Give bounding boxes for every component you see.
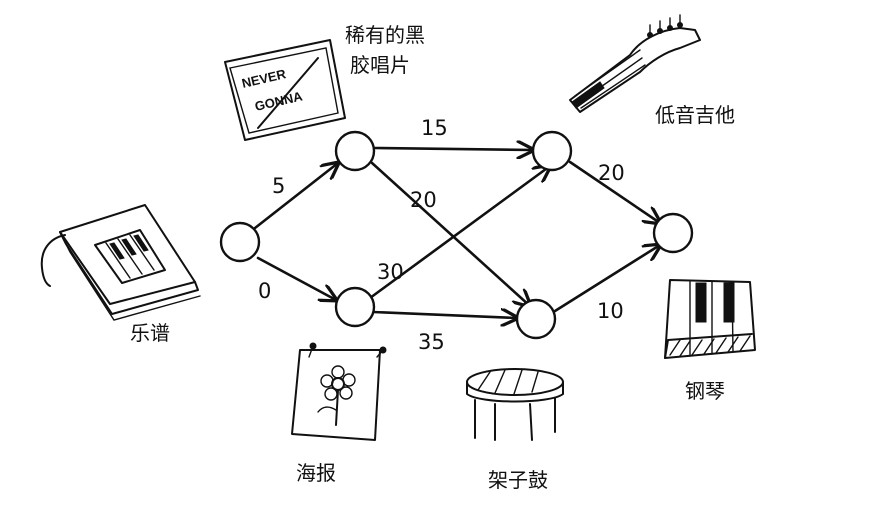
- weight-record-drums: 20: [410, 188, 437, 212]
- weight-start-record: 5: [272, 174, 285, 198]
- edge-start-record: [253, 163, 338, 230]
- record-sign-illustration: NEVER GONNA 稀有的黑 胶唱片: [224, 23, 425, 141]
- poster-label: 海报: [296, 461, 336, 485]
- node-record: [334, 130, 376, 172]
- record-sign-text-1: NEVER: [240, 66, 288, 91]
- node-guitar: [531, 130, 573, 172]
- drum-set-illustration: 架子鼓: [466, 368, 564, 492]
- node-poster: [334, 286, 376, 328]
- piano-illustration: 钢琴: [664, 279, 756, 403]
- graph-nodes: [219, 130, 694, 340]
- graph-edges: [253, 148, 660, 318]
- edge-poster-drums: [371, 312, 517, 318]
- drum-set-label: 架子鼓: [488, 468, 548, 492]
- record-sign-text-2: GONNA: [253, 88, 304, 114]
- record-label-line2: 胶唱片: [350, 53, 410, 77]
- edge-weights: 5 0 15 20 30 35 20 10: [258, 116, 625, 354]
- node-start: [219, 221, 261, 263]
- edge-guitar-piano: [568, 160, 660, 223]
- node-piano: [652, 212, 694, 254]
- node-drums: [515, 298, 557, 340]
- edge-record-guitar: [373, 148, 533, 150]
- weight-drums-piano: 10: [597, 299, 624, 323]
- edge-drums-piano: [553, 245, 660, 313]
- edge-start-poster: [256, 256, 336, 300]
- bass-guitar-label: 低音吉他: [655, 103, 735, 127]
- music-book-label: 乐谱: [130, 321, 170, 345]
- poster-illustration: 海报: [291, 342, 387, 485]
- weight-poster-guitar: 30: [377, 260, 404, 284]
- edge-poster-guitar: [368, 166, 550, 300]
- piano-label: 钢琴: [685, 379, 725, 403]
- weight-start-poster: 0: [258, 279, 271, 303]
- record-label-line1: 稀有的黑: [345, 23, 425, 47]
- weight-guitar-piano: 20: [598, 161, 625, 185]
- edge-record-drums: [370, 161, 530, 306]
- weight-poster-drums: 35: [418, 330, 445, 354]
- weight-record-guitar: 15: [421, 116, 448, 140]
- music-book-illustration: 乐谱: [40, 204, 201, 345]
- bass-guitar-illustration: 低音吉他: [569, 14, 735, 127]
